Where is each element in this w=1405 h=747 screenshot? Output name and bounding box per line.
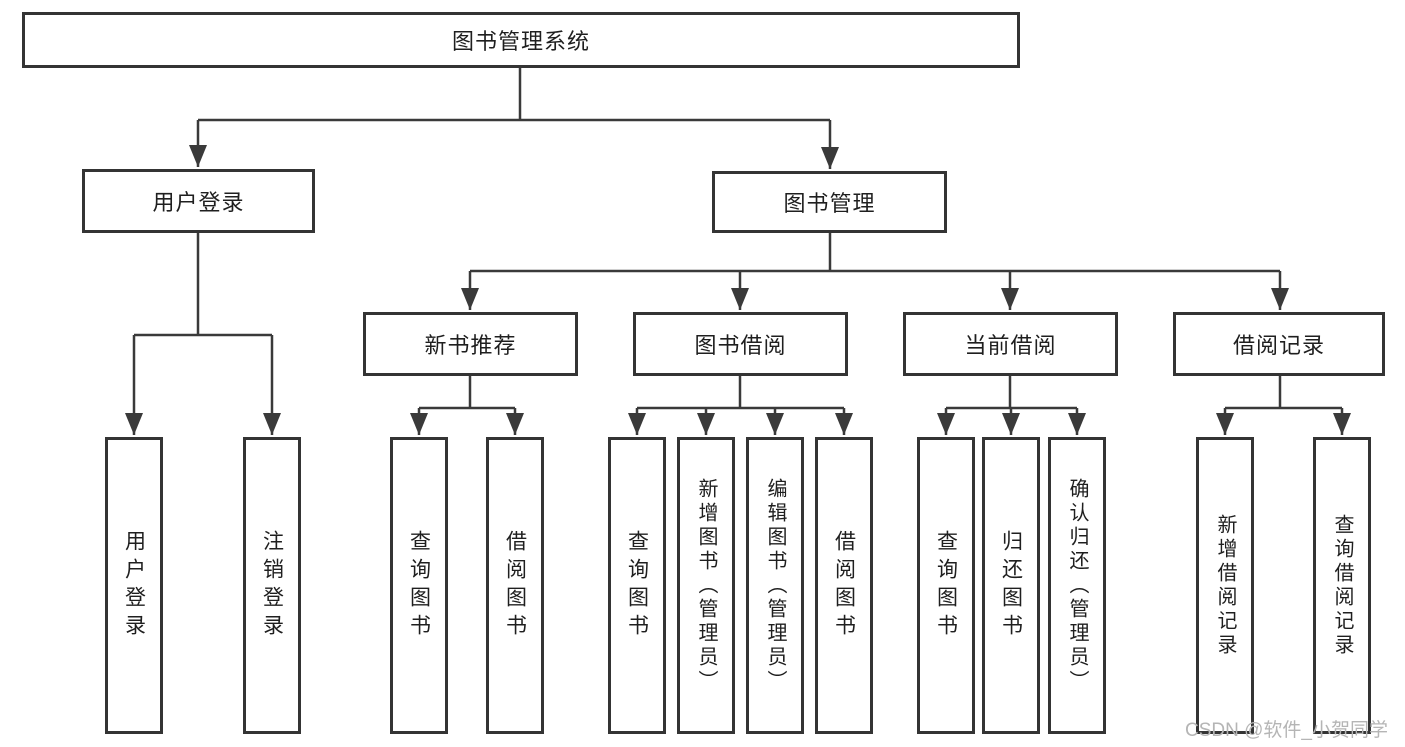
node-user-login: 用户登录 (82, 169, 315, 233)
connector-login-spine (134, 233, 272, 337)
connector-sec0-spine (419, 376, 515, 410)
leaf-borrow-books-recommend: 借阅图书 (486, 437, 544, 734)
leaf-confirm-return-admin: 确认归还（管理员） (1048, 437, 1106, 734)
leaf-label: 用户登录 (122, 529, 146, 642)
leaf-query-borrow-record: 查询借阅记录 (1313, 437, 1371, 734)
csdn-watermark: CSDN @软件_小贺同学 (1185, 720, 1388, 741)
connector-root-spine (198, 66, 830, 122)
leaf-label: 确认归还（管理员） (1066, 477, 1088, 694)
connector-mgmt-spine (470, 233, 1280, 273)
leaf-label: 编辑图书（管理员） (764, 477, 786, 694)
leaf-label: 新增图书（管理员） (695, 477, 717, 694)
leaf-return-books: 归还图书 (982, 437, 1040, 734)
leaf-add-books-admin: 新增图书（管理员） (677, 437, 735, 734)
connector-sec1-spine (637, 376, 844, 410)
leaf-label: 新增借阅记录 (1214, 513, 1236, 658)
leaf-query-books-current: 查询图书 (917, 437, 975, 734)
leaf-add-borrow-record: 新增借阅记录 (1196, 437, 1254, 734)
leaf-label: 查询图书 (407, 529, 431, 642)
leaf-label: 查询图书 (934, 529, 958, 642)
leaf-borrow-books: 借阅图书 (815, 437, 873, 734)
node-system-root: 图书管理系统 (22, 12, 1020, 68)
node-book-management: 图书管理 (712, 171, 947, 233)
leaf-label: 归还图书 (999, 529, 1023, 642)
leaf-label: 借阅图书 (832, 529, 856, 642)
leaf-label: 借阅图书 (503, 529, 527, 642)
leaf-label: 注销登录 (260, 529, 284, 642)
connector-sec2-spine (946, 376, 1077, 410)
leaf-label: 查询图书 (625, 529, 649, 642)
leaf-label: 查询借阅记录 (1331, 513, 1353, 658)
node-current-borrow: 当前借阅 (903, 312, 1118, 376)
leaf-query-books-recommend: 查询图书 (390, 437, 448, 734)
leaf-logout: 注销登录 (243, 437, 301, 734)
connector-sec3-spine (1225, 376, 1342, 410)
node-new-book-recommend: 新书推荐 (363, 312, 578, 376)
node-borrow-record: 借阅记录 (1173, 312, 1385, 376)
leaf-edit-books-admin: 编辑图书（管理员） (746, 437, 804, 734)
node-book-borrow: 图书借阅 (633, 312, 848, 376)
leaf-user-login: 用户登录 (105, 437, 163, 734)
leaf-query-books-borrow: 查询图书 (608, 437, 666, 734)
